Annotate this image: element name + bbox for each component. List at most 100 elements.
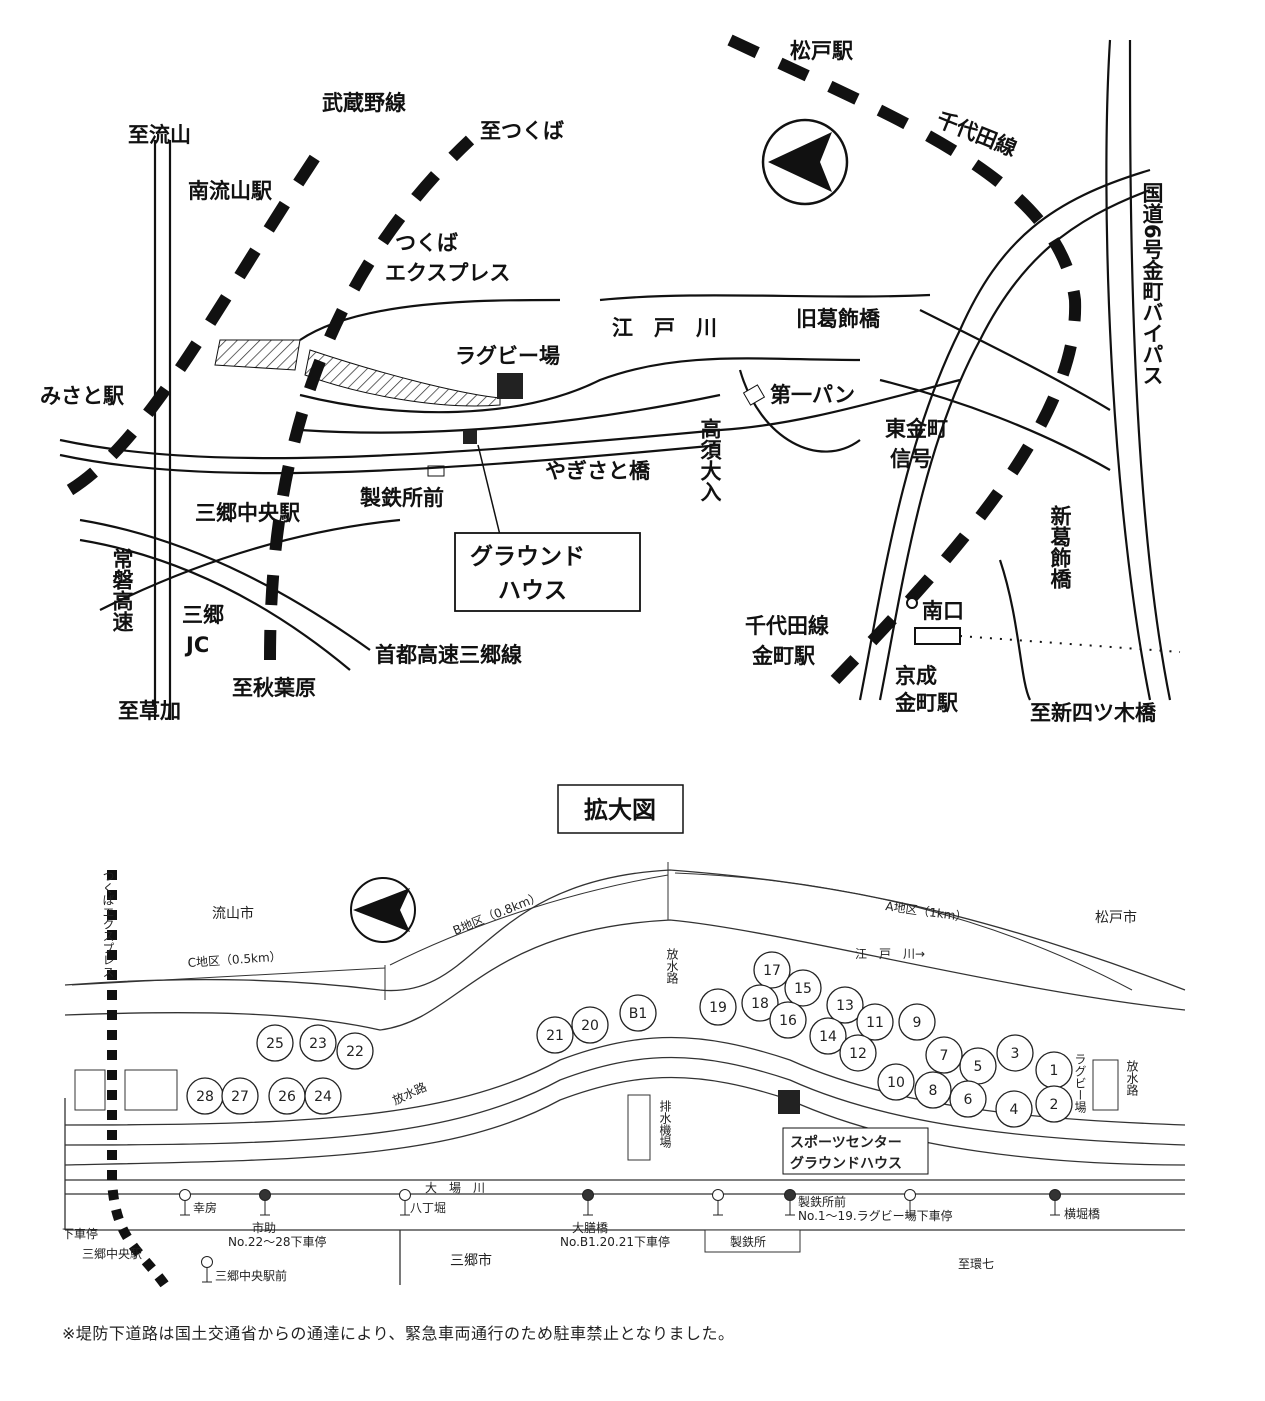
ground-house-marker <box>463 430 477 444</box>
label-to-nagareyama: 至流山 <box>128 123 191 147</box>
field-shape <box>809 1017 847 1055</box>
rugby-field-marker <box>497 373 523 399</box>
label-chiyoda-kanamachi-2: 金町駅 <box>751 644 816 668</box>
field-shape <box>925 1036 963 1074</box>
label-misato-station: みさと駅 <box>40 384 125 408</box>
field-number: 12 <box>849 1046 867 1062</box>
field-number: 5 <box>974 1059 983 1075</box>
field-2: 2 <box>1035 1085 1073 1123</box>
zone-c-arrow <box>71 967 386 986</box>
label-chiyoda-kanamachi-1: 千代田線 <box>745 614 829 638</box>
field-shape <box>877 1063 915 1101</box>
label-misato-jc-1: 三郷 <box>182 603 224 627</box>
building <box>74 1069 106 1111</box>
label-edogawa: 江 戸 川 <box>612 316 717 340</box>
field-4: 4 <box>995 1090 1033 1128</box>
enlarged-title-box <box>557 784 684 834</box>
label-misato-chuo-station: 三郷中央駅 <box>82 1246 142 1261</box>
field-15: 15 <box>784 969 822 1007</box>
label-stop-kofusa: 幸房 <box>193 1200 217 1215</box>
label-to-soka: 至草加 <box>118 699 181 723</box>
field-number: 26 <box>278 1089 296 1105</box>
field-shape <box>699 988 737 1026</box>
hatched-area <box>214 339 301 371</box>
field-B1: B1 <box>619 994 657 1032</box>
field-number: 15 <box>794 981 812 997</box>
field-9: 9 <box>898 1003 936 1041</box>
north-arrow-icon <box>350 877 416 943</box>
overview-map: 松戸駅 武蔵野線 至つくば 至流山 千代田線 国道6号金町バイパス 南流山駅 つ… <box>40 34 1181 725</box>
label-to-akihabara: 至秋葉原 <box>232 676 316 700</box>
label-higashi-kanamachi-1: 東金町 <box>885 417 948 441</box>
field-number: 27 <box>231 1089 249 1105</box>
bus-stop-icon <box>784 1189 796 1216</box>
label-tx-1: つくば <box>395 231 458 255</box>
label-stop-ichisuke-note: No.22～28下車停 <box>228 1234 326 1249</box>
field-8: 8 <box>914 1071 952 1109</box>
expressway <box>79 518 371 651</box>
river-bank <box>299 357 861 414</box>
river-bank <box>299 298 561 341</box>
field-number: 9 <box>913 1015 922 1031</box>
route6 <box>1128 39 1172 701</box>
label-zone-c: C地区（0.5km） <box>187 949 282 970</box>
label-stop-misato-chuo-mae: 三郷中央駅前 <box>215 1268 287 1283</box>
field-shape <box>571 1006 609 1044</box>
field-10: 10 <box>877 1063 915 1101</box>
field-number: 4 <box>1010 1102 1019 1118</box>
label-rugby-field: ラグビー場 <box>455 344 560 368</box>
seitetsusho-building <box>704 1229 801 1253</box>
levee-road <box>64 1036 1186 1126</box>
field-25: 25 <box>256 1024 294 1062</box>
field-shape <box>839 1034 877 1072</box>
levee-road <box>64 1076 1186 1166</box>
bus-stop-icon <box>179 1189 191 1216</box>
label-yagisato-bridge: やぎさと橋 <box>545 459 651 483</box>
label-keisei-2: 金町駅 <box>894 691 959 715</box>
field-number: 25 <box>266 1036 284 1052</box>
field-number: 21 <box>546 1028 564 1044</box>
label-nagareyama-city: 流山市 <box>212 905 254 922</box>
musashino-line <box>66 146 325 496</box>
label-sports-center-1: スポーツセンター <box>790 1134 902 1151</box>
field-5: 5 <box>959 1047 997 1085</box>
field-number: 2 <box>1050 1097 1059 1113</box>
field-number: 11 <box>866 1015 884 1031</box>
field-17: 17 <box>753 951 791 989</box>
field-26: 26 <box>268 1077 306 1115</box>
field-shape <box>619 994 657 1032</box>
bus-stop-icon <box>201 1256 213 1283</box>
field-shape <box>996 1034 1034 1072</box>
field-number: 8 <box>929 1083 938 1099</box>
bus-stop-icon <box>712 1189 724 1216</box>
field-23: 23 <box>299 1024 337 1062</box>
keisei-line <box>959 635 1181 653</box>
label-edogawa: 江 戸 川→ <box>855 947 925 961</box>
field-number: 20 <box>581 1018 599 1034</box>
field-shape <box>826 986 864 1024</box>
building <box>124 1069 178 1111</box>
field-number: 10 <box>887 1075 905 1091</box>
label-drainage: 排水機場 <box>658 1100 672 1149</box>
ground-house-callout: グラウンド ハウス <box>454 444 641 612</box>
label-sports-center-2: グラウンドハウス <box>790 1155 902 1172</box>
road <box>998 559 1031 701</box>
label-to-shin-yotsugi: 至新四ツ木橋 <box>1030 701 1157 725</box>
field-shape <box>536 1016 574 1054</box>
road <box>59 378 961 460</box>
field-shape <box>949 1080 987 1118</box>
label-joban-expressway: 常磐高速 <box>110 547 134 632</box>
drainage-station <box>627 1094 651 1161</box>
field-shape <box>299 1024 337 1062</box>
label-tx-vertical: つくばエクスプレス <box>101 870 115 978</box>
field-22: 22 <box>336 1032 374 1070</box>
field-19: 19 <box>699 988 737 1026</box>
field-shape <box>304 1077 342 1115</box>
label-seitetsusho-mae: 製鉄所前 <box>359 486 444 510</box>
field-12: 12 <box>839 1034 877 1072</box>
enlarged-title: 拡大図 <box>584 796 656 824</box>
field-number: 18 <box>751 996 769 1012</box>
daiichi-pan-marker <box>742 384 766 406</box>
field-number: 24 <box>314 1089 332 1105</box>
